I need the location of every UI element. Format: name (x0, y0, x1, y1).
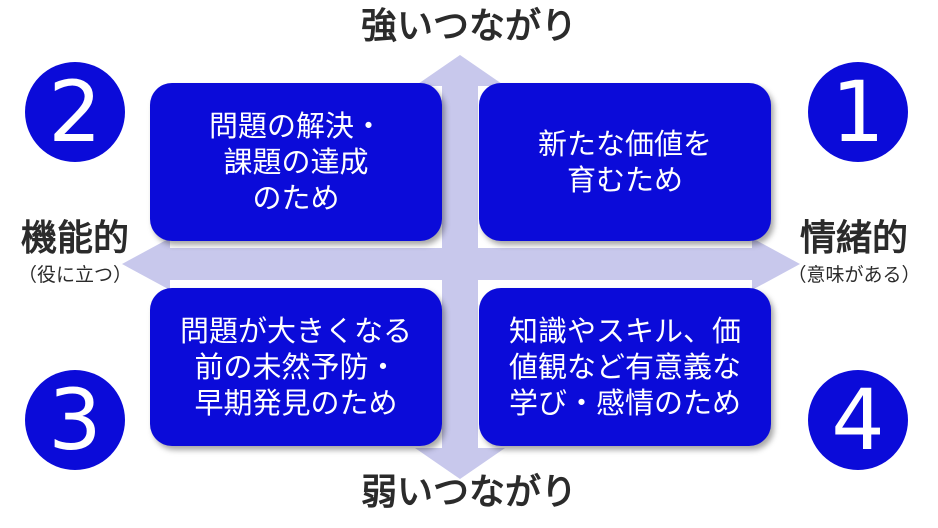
quadrant-3-box: 問題が大きくなる 前の未然予防・ 早期発見のため (150, 288, 442, 446)
quadrant-4-text: 知識やスキル、価 値観など有意義な 学び・感情のため (508, 314, 741, 420)
quadrant-1-number-badge: 1 (808, 62, 908, 162)
quadrant-3-text: 問題が大きくなる 前の未然予防・ 早期発見のため (179, 314, 412, 420)
quadrant-2-box: 問題の解決・ 課題の達成 のため (150, 83, 442, 241)
axis-label-functional: 機能的 （役に立つ） (0, 218, 150, 288)
quadrant-1-box: 新たな価値を 育むため (479, 83, 771, 241)
quadrant-4-box: 知識やスキル、価 値観など有意義な 学び・感情のため (479, 288, 771, 446)
functional-label: 機能的 (20, 218, 129, 259)
horizontal-axis-arrow (122, 238, 800, 290)
quadrant-1-text: 新たな価値を 育むため (537, 127, 712, 197)
emotional-label: 情緒的 (799, 218, 908, 259)
quadrant-3-number-badge: 3 (25, 370, 125, 470)
axis-label-weak-connection: 弱いつながり (360, 472, 577, 513)
quadrant-2-text: 問題の解決・ 課題の達成 のため (208, 109, 383, 215)
functional-sublabel: （役に立つ） (17, 264, 132, 286)
axis-label-strong-connection: 強いつながり (360, 6, 577, 47)
quadrant-2-number-badge: 2 (25, 62, 125, 162)
axis-label-emotional: 情緒的 （意味がある） (770, 218, 938, 288)
emotional-sublabel: （意味がある） (787, 264, 921, 286)
quadrant-4-number-badge: 4 (808, 370, 908, 470)
